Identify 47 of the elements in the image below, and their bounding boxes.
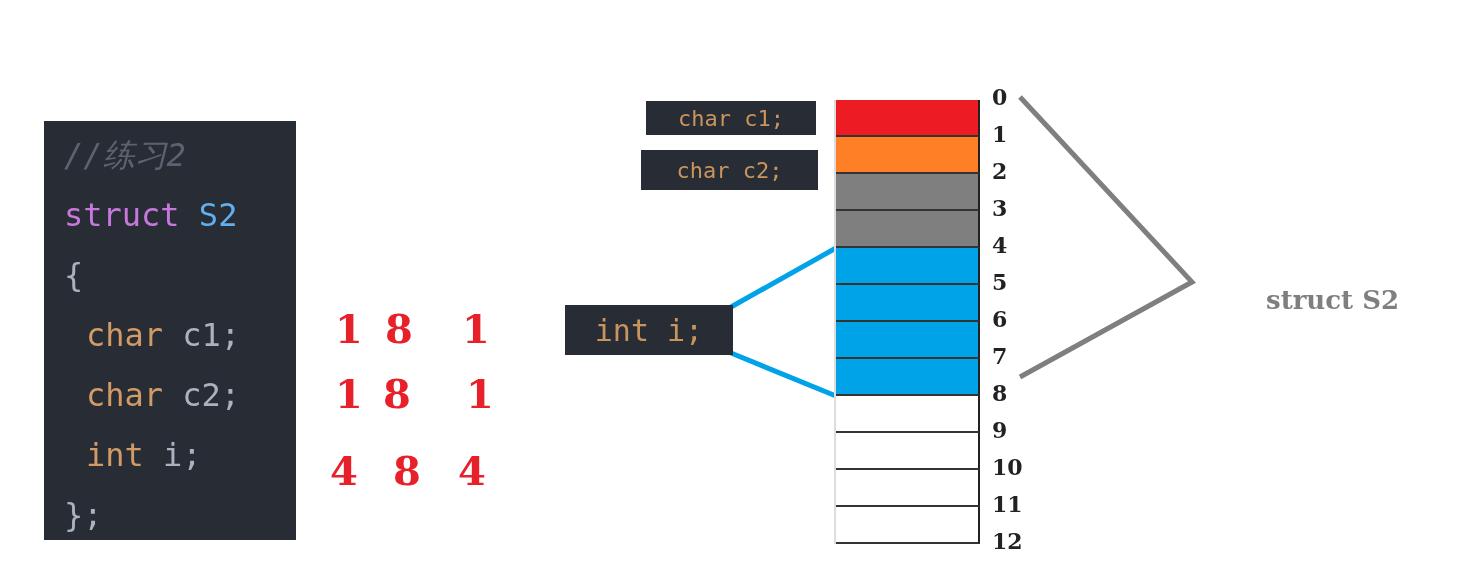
code-line: char c2; <box>85 375 241 416</box>
size-number: 1 <box>335 370 363 417</box>
code-label: int i; <box>565 305 733 355</box>
size-number: 8 <box>393 447 421 494</box>
struct-name: struct S2 <box>1266 285 1399 315</box>
memory-cell <box>836 100 980 137</box>
size-number: 4 <box>330 447 358 494</box>
code-label: char c1; <box>646 101 816 135</box>
size-number: 1 <box>466 370 494 417</box>
code-panel <box>44 121 296 540</box>
offset-number: 0 <box>992 84 1008 110</box>
size-number: 8 <box>383 370 411 417</box>
size-number: 4 <box>458 447 486 494</box>
memory-cell <box>836 248 980 285</box>
offset-number: 3 <box>992 195 1008 221</box>
code-line: { <box>64 255 84 296</box>
code-line: }; <box>64 495 103 536</box>
offset-number: 8 <box>992 380 1008 406</box>
offset-number: 10 <box>992 454 1023 480</box>
memory-cell <box>836 433 980 470</box>
offset-number: 11 <box>992 491 1023 517</box>
offset-number: 2 <box>992 158 1008 184</box>
memory-cell <box>836 322 980 359</box>
size-number: 1 <box>335 305 363 352</box>
code-line: //练习2 <box>64 135 186 176</box>
offset-number: 7 <box>992 343 1008 369</box>
memory-cell <box>836 470 980 507</box>
leader-line <box>730 350 837 399</box>
code-line: int i; <box>85 435 202 476</box>
memory-cell <box>836 137 980 174</box>
offset-number: 6 <box>992 306 1008 332</box>
memory-cell <box>836 396 980 433</box>
memory-cell <box>836 285 980 322</box>
size-number: 1 <box>462 305 490 352</box>
memory-cell <box>836 507 980 544</box>
offset-number: 1 <box>992 121 1008 147</box>
memory-cell <box>836 174 980 211</box>
code-line: char c1; <box>85 315 241 356</box>
memory-cell <box>836 359 980 396</box>
offset-number: 12 <box>992 528 1023 554</box>
memory-cell <box>836 211 980 248</box>
size-number: 8 <box>385 305 413 352</box>
code-line: struct S2 <box>64 195 238 236</box>
offset-number: 9 <box>992 417 1008 443</box>
code-label: char c2; <box>641 150 818 190</box>
offset-number: 5 <box>992 269 1008 295</box>
offset-number: 4 <box>992 232 1008 258</box>
